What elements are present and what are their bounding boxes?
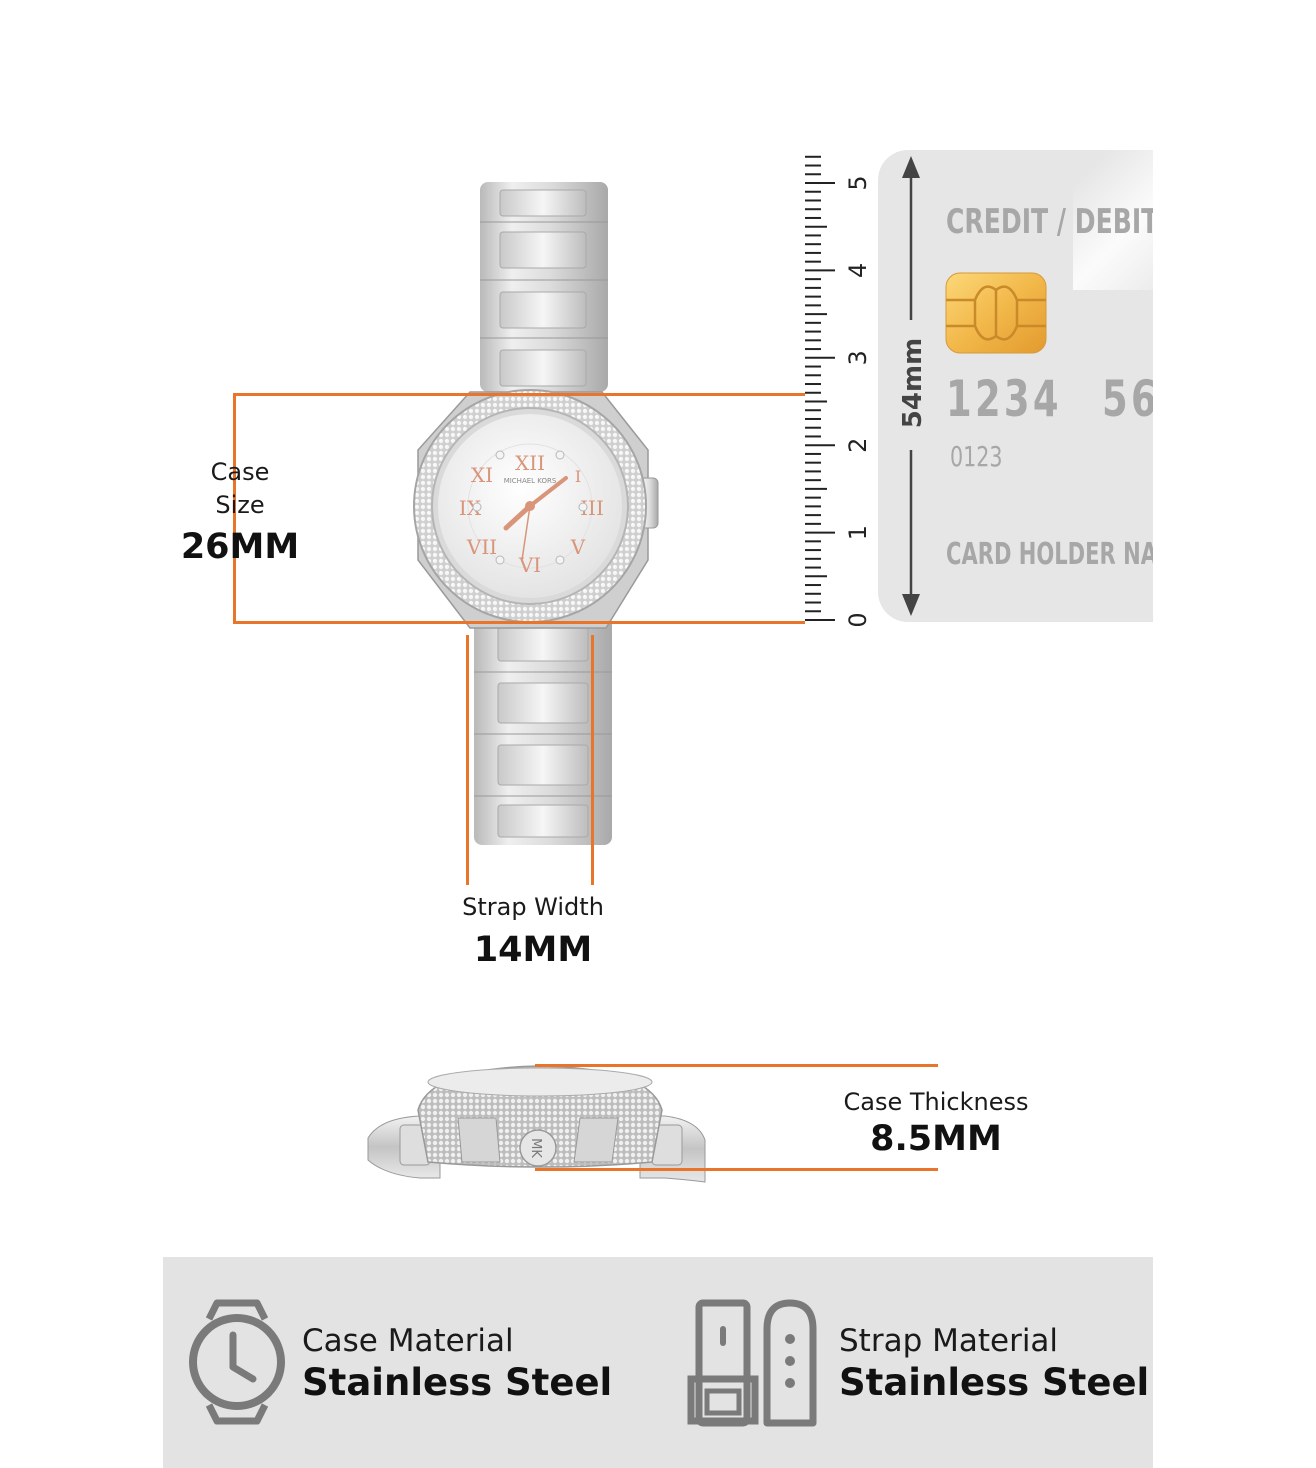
bracelet-lower (474, 615, 612, 845)
case-size-label: Case Size (210, 458, 270, 519)
ruler-label: 3 (844, 350, 872, 365)
case-size-bracket-top (233, 393, 805, 396)
strap-material-title: Strap Material (839, 1323, 1059, 1359)
case-material-title: Case Material (302, 1323, 514, 1359)
ruler-label: 5 (844, 175, 872, 190)
case-size-bracket-left (233, 393, 236, 624)
ruler-label: 0 (844, 612, 872, 627)
card-number-group-2: 56 (1102, 370, 1153, 428)
watch-front-illustration: XII I III V VI VII IX XI (413, 182, 659, 845)
svg-text:XII: XII (515, 451, 545, 475)
svg-text:III: III (580, 496, 604, 520)
card-number-group-1: 1234 (946, 370, 1062, 428)
case-thickness-value: 8.5MM (870, 1119, 1002, 1159)
dial-numerals: XII I III V VI VII IX XI (459, 451, 604, 577)
case-thickness-line-top (535, 1064, 938, 1067)
watch-side-illustration: MK (367, 1065, 706, 1183)
ruler-ticks (805, 155, 835, 621)
svg-text:I: I (575, 467, 581, 486)
ruler-label: 1 (844, 525, 872, 540)
strap-width-line-left (466, 635, 469, 885)
case-thickness-label: Case Thickness (843, 1088, 1029, 1116)
card-holder-name: CARD HOLDER NAME (946, 537, 1153, 572)
card-title: CREDIT / DEBIT C (946, 202, 1153, 242)
card-height-arrow (902, 156, 920, 616)
material-panel: Case Material Stainless Steel Strap Mate… (163, 1257, 1153, 1468)
watch-brand-text: MICHAEL KORS (503, 477, 557, 485)
case-material-value: Stainless Steel (302, 1361, 613, 1404)
watch-hands (503, 476, 568, 561)
credit-card: 54mm CREDIT / DEBIT C 1234 56 0123 CARD … (878, 150, 1153, 622)
svg-text:XI: XI (471, 463, 493, 487)
strap-icon (687, 1299, 817, 1427)
svg-text:VII: VII (466, 535, 497, 559)
ruler-label: 4 (844, 263, 872, 278)
bracelet-upper (480, 182, 608, 392)
ruler-labels: 0 1 2 3 4 5 (844, 175, 872, 627)
card-height-label: 54mm (898, 337, 928, 429)
svg-text:MK: MK (528, 1138, 543, 1158)
strap-width-line-right (591, 635, 594, 885)
svg-text:V: V (570, 535, 586, 559)
ruler: 0 1 2 3 4 5 (805, 155, 872, 628)
case-thickness-line-bottom (535, 1168, 938, 1171)
svg-text:IX: IX (459, 496, 482, 520)
ruler-label: 2 (844, 438, 872, 453)
strap-width-value: 14MM (473, 930, 593, 970)
dial-crystals (472, 450, 588, 565)
case-size-value: 26MM (180, 527, 300, 567)
card-chip-icon (945, 272, 1047, 354)
strap-material-value: Stainless Steel (839, 1361, 1150, 1404)
case-size-bracket-bottom (233, 621, 805, 624)
card-small-number: 0123 (950, 440, 1003, 473)
watch-case-icon (189, 1299, 285, 1425)
svg-text:VI: VI (518, 553, 541, 577)
strap-width-label: Strap Width (462, 893, 604, 921)
